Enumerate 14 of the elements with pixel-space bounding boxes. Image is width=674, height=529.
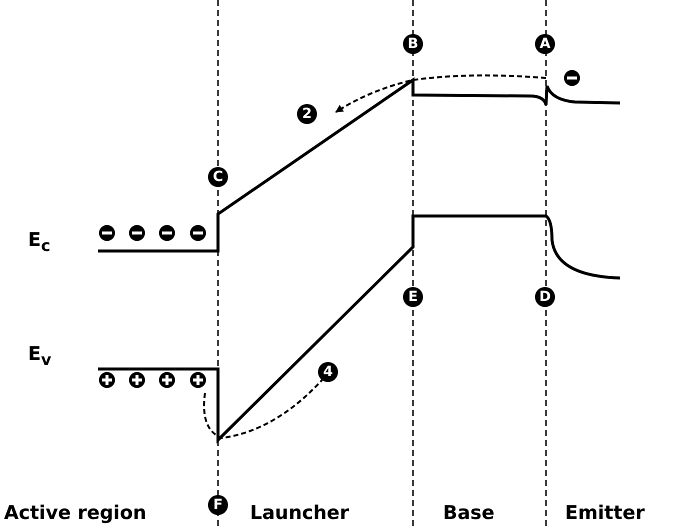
region-label: Active region: [4, 502, 146, 524]
callout-label: C: [208, 167, 228, 187]
band-label: E$_{v}$: [28, 343, 52, 369]
callout-label: E: [403, 287, 423, 307]
region-label: Base: [443, 502, 494, 524]
callout-label: F: [208, 495, 228, 515]
callout-label: D: [535, 287, 555, 307]
region-label: Launcher: [250, 502, 350, 524]
callout-label: 2: [297, 104, 317, 124]
callout-label: A: [535, 34, 555, 54]
region-label: Emitter: [565, 502, 645, 524]
callout-label: 4: [318, 362, 338, 382]
band-label: E$_{c}$: [28, 229, 50, 255]
callout-label: B: [403, 34, 423, 54]
